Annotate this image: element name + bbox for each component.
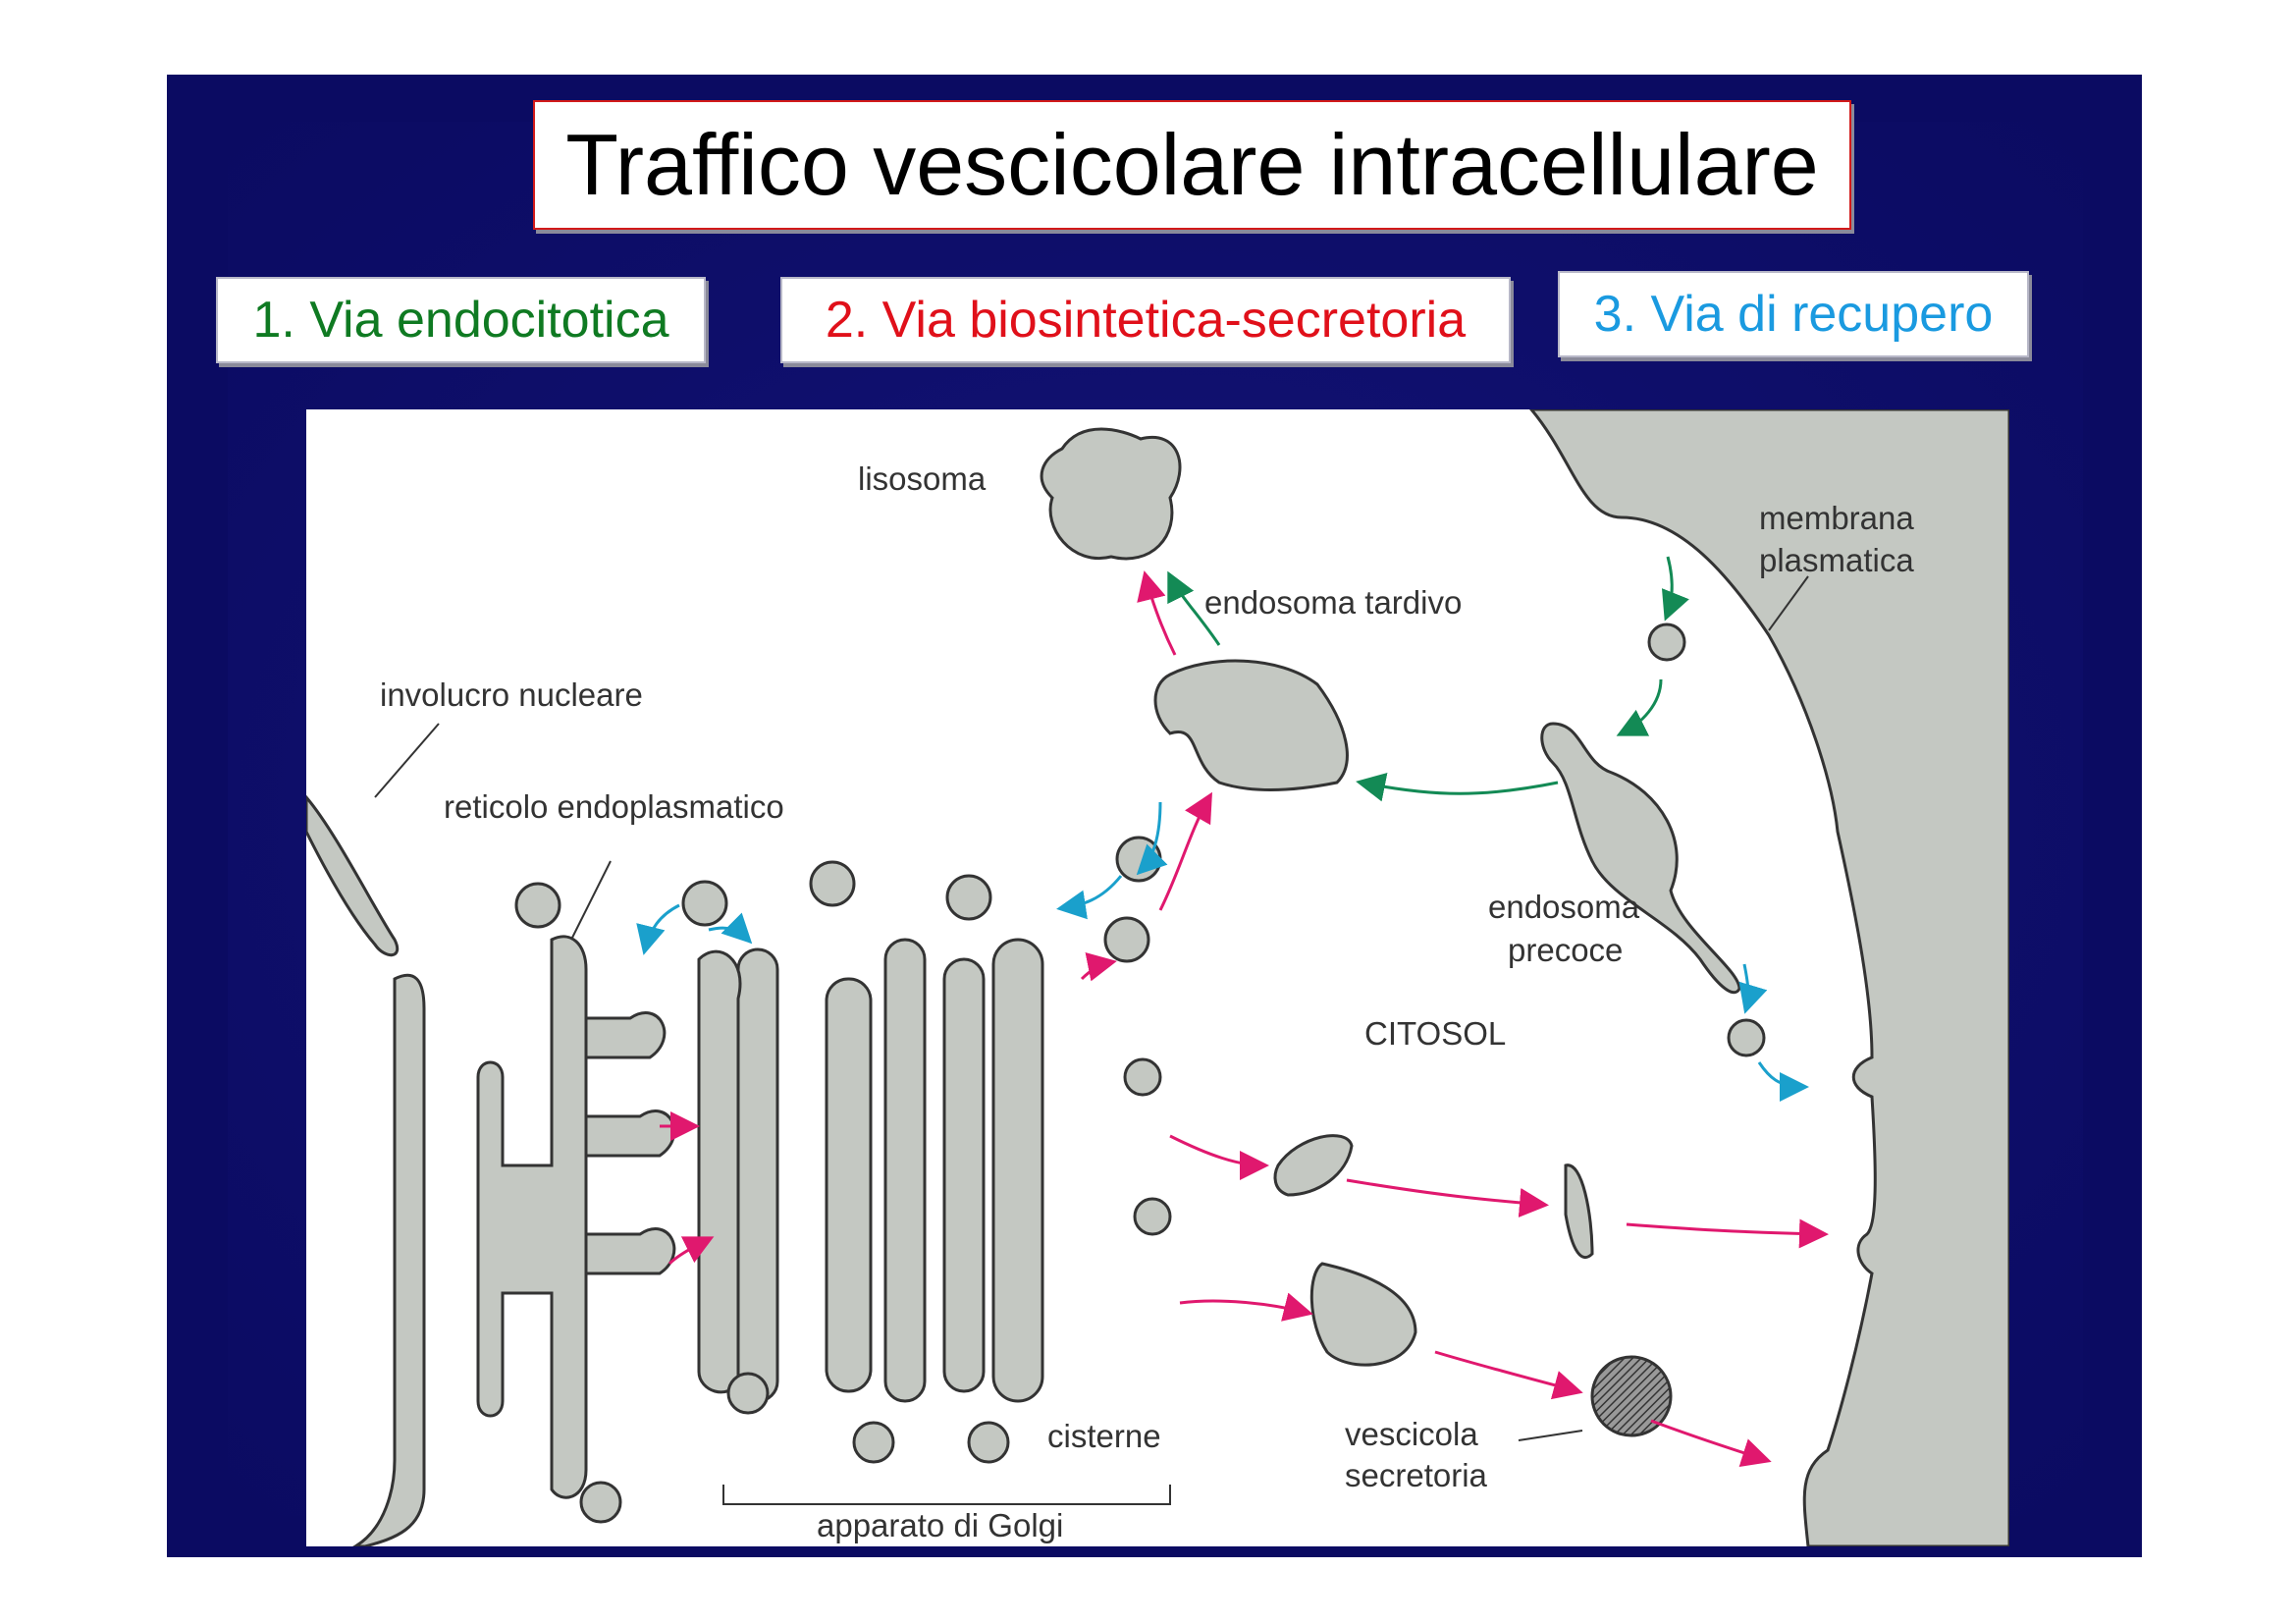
label-early-endosome: endosoma — [1488, 889, 1640, 925]
golgi-cisterna — [991, 938, 1044, 1403]
label-er: reticolo endoplasmatico — [444, 788, 784, 825]
label-nuclear-envelope: involucro nucleare — [380, 676, 643, 713]
golgi-cisterna — [697, 949, 742, 1394]
golgi-cisterna — [942, 957, 986, 1393]
vesicular-traffic-diagram: lisosoma membrana plasmatica endosoma ta… — [306, 409, 2009, 1546]
label-secretory-vesicle-2: secretoria — [1345, 1457, 1488, 1493]
pathway-label: 3. Via di recupero — [1593, 286, 1994, 343]
label-plasma-membrane-2: plasmatica — [1759, 542, 1914, 578]
label-cisternae: cisterne — [1047, 1418, 1161, 1454]
label-early-endosome-2: precoce — [1508, 932, 1623, 968]
endoplasmic-reticulum — [476, 935, 588, 1499]
label-late-endosome: endosoma tardivo — [1204, 584, 1462, 621]
pathway-label: 2. Via biosintetica-secretoria — [825, 292, 1467, 349]
pathway-endocytic: 1. Via endocitotica — [216, 277, 706, 363]
label-plasma-membrane: membrana — [1759, 500, 1914, 536]
slide-title: Traffico vescicolare intracellulare — [565, 116, 1819, 213]
er-membrane — [352, 973, 426, 1546]
title-box: Traffico vescicolare intracellulare — [533, 100, 1851, 230]
label-golgi: apparato di Golgi — [817, 1507, 1063, 1543]
pathway-label: 1. Via endocitotica — [252, 292, 669, 349]
er-branch — [584, 1011, 676, 1275]
label-lysosome: lisosoma — [858, 460, 987, 497]
late-endosome — [1153, 659, 1349, 791]
nuclear-envelope — [306, 794, 399, 957]
early-endosome — [1540, 722, 1741, 995]
golgi-cisterna — [825, 977, 873, 1393]
golgi-cisterna — [736, 947, 779, 1403]
pathway-secretory: 2. Via biosintetica-secretoria — [780, 277, 1511, 363]
golgi-cisterna — [883, 938, 927, 1403]
label-cytosol: CITOSOL — [1364, 1015, 1506, 1052]
lysosome — [1040, 427, 1182, 561]
pathway-retrieval: 3. Via di recupero — [1558, 271, 2029, 357]
plasma-membrane — [1529, 409, 2009, 1546]
label-secretory-vesicle: vescicola — [1345, 1416, 1478, 1452]
